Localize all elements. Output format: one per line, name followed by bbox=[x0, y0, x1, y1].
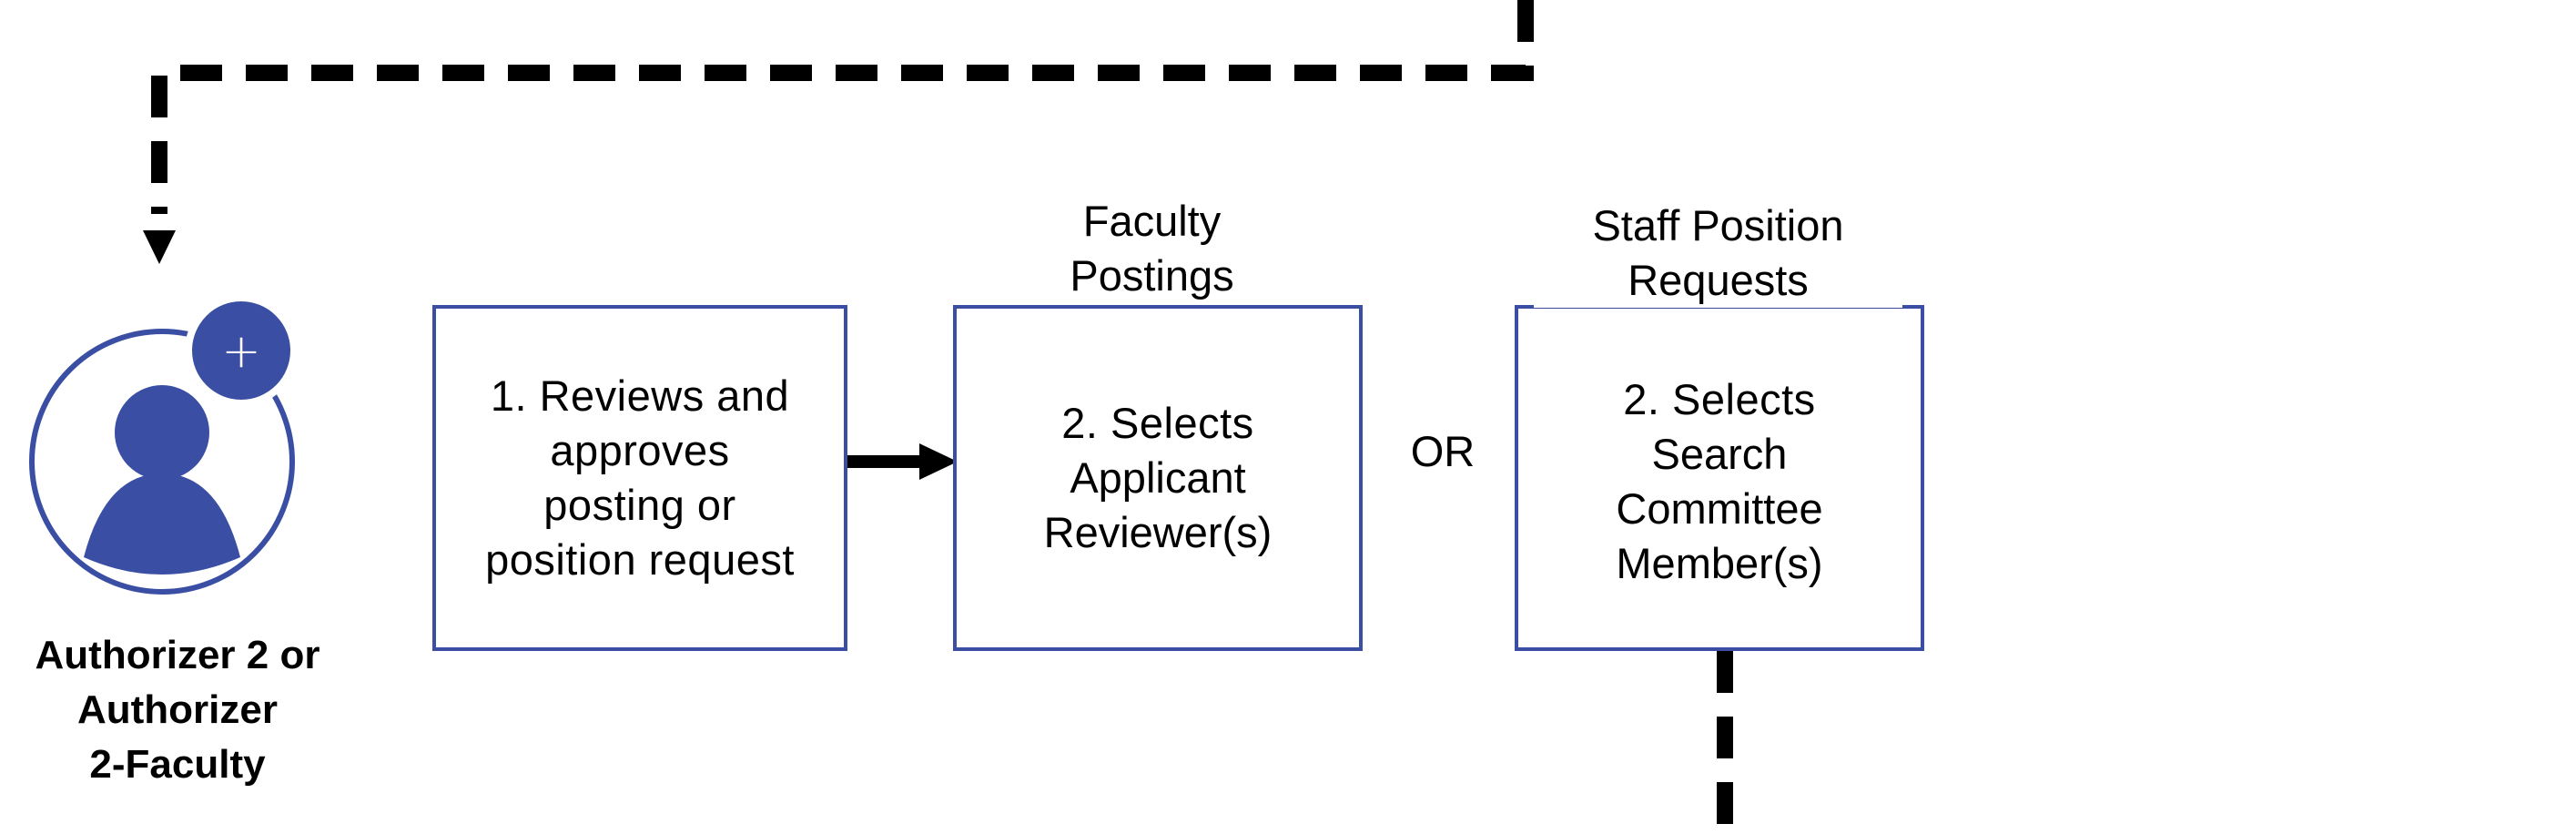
incoming-dashed-connector bbox=[151, 0, 1534, 214]
actor-label: Authorizer 2 or Authorizer 2-Faculty bbox=[0, 628, 355, 792]
step-faculty-role-line: Applicant bbox=[1070, 453, 1246, 502]
faculty-postings-heading: Faculty Postings bbox=[1018, 194, 1286, 303]
step-staff-role-line: Member(s) bbox=[1616, 539, 1823, 587]
staff-heading-line: Staff Position bbox=[1592, 201, 1844, 249]
step-faculty-text: 2. Selects Applicant Reviewer(s) bbox=[985, 396, 1331, 560]
faculty-heading-line: Faculty bbox=[1082, 197, 1222, 245]
step-staff-role-line: Committee bbox=[1616, 484, 1823, 533]
faculty-heading-line: Postings bbox=[1070, 251, 1234, 300]
staff-position-requests-heading: Staff Position Requests bbox=[1534, 198, 1902, 308]
step-staff-select-box: 2. Selects Search Committee Member(s) bbox=[1515, 305, 1924, 651]
step-faculty-select-box: 2. Selects Applicant Reviewer(s) bbox=[953, 305, 1363, 651]
user-icon bbox=[84, 385, 240, 575]
plus-icon: + bbox=[221, 324, 261, 379]
actor-avatar: + bbox=[29, 294, 298, 595]
or-separator-label: OR bbox=[1410, 427, 1476, 475]
step-review-line: approves bbox=[550, 426, 730, 474]
step-staff-text: 2. Selects Search Committee Member(s) bbox=[1547, 365, 1892, 591]
actor-label-line: 2-Faculty bbox=[89, 742, 266, 787]
step-review-text: 1. Reviews and approves posting or posit… bbox=[458, 369, 822, 587]
incoming-arrowhead bbox=[143, 230, 176, 264]
step-faculty-prefix: 2. Selects bbox=[1061, 399, 1254, 447]
step-faculty-role-line: Reviewer(s) bbox=[1043, 508, 1273, 556]
add-badge: + bbox=[185, 294, 298, 407]
step-review-line: 1. Reviews and bbox=[490, 371, 790, 420]
staff-heading-line: Requests bbox=[1628, 256, 1809, 304]
actor-label-line: Authorizer 2 or bbox=[35, 633, 320, 677]
step-staff-role-line: Search bbox=[1651, 430, 1788, 478]
step-staff-prefix: 2. Selects bbox=[1623, 375, 1816, 423]
step-review-line: posting or bbox=[543, 481, 736, 529]
step-review-line: position request bbox=[485, 535, 795, 584]
actor-label-line: Authorizer bbox=[77, 687, 278, 732]
review-to-faculty-arrowhead bbox=[919, 443, 958, 480]
step-review-approve-box: 1. Reviews and approves posting or posit… bbox=[432, 305, 847, 651]
